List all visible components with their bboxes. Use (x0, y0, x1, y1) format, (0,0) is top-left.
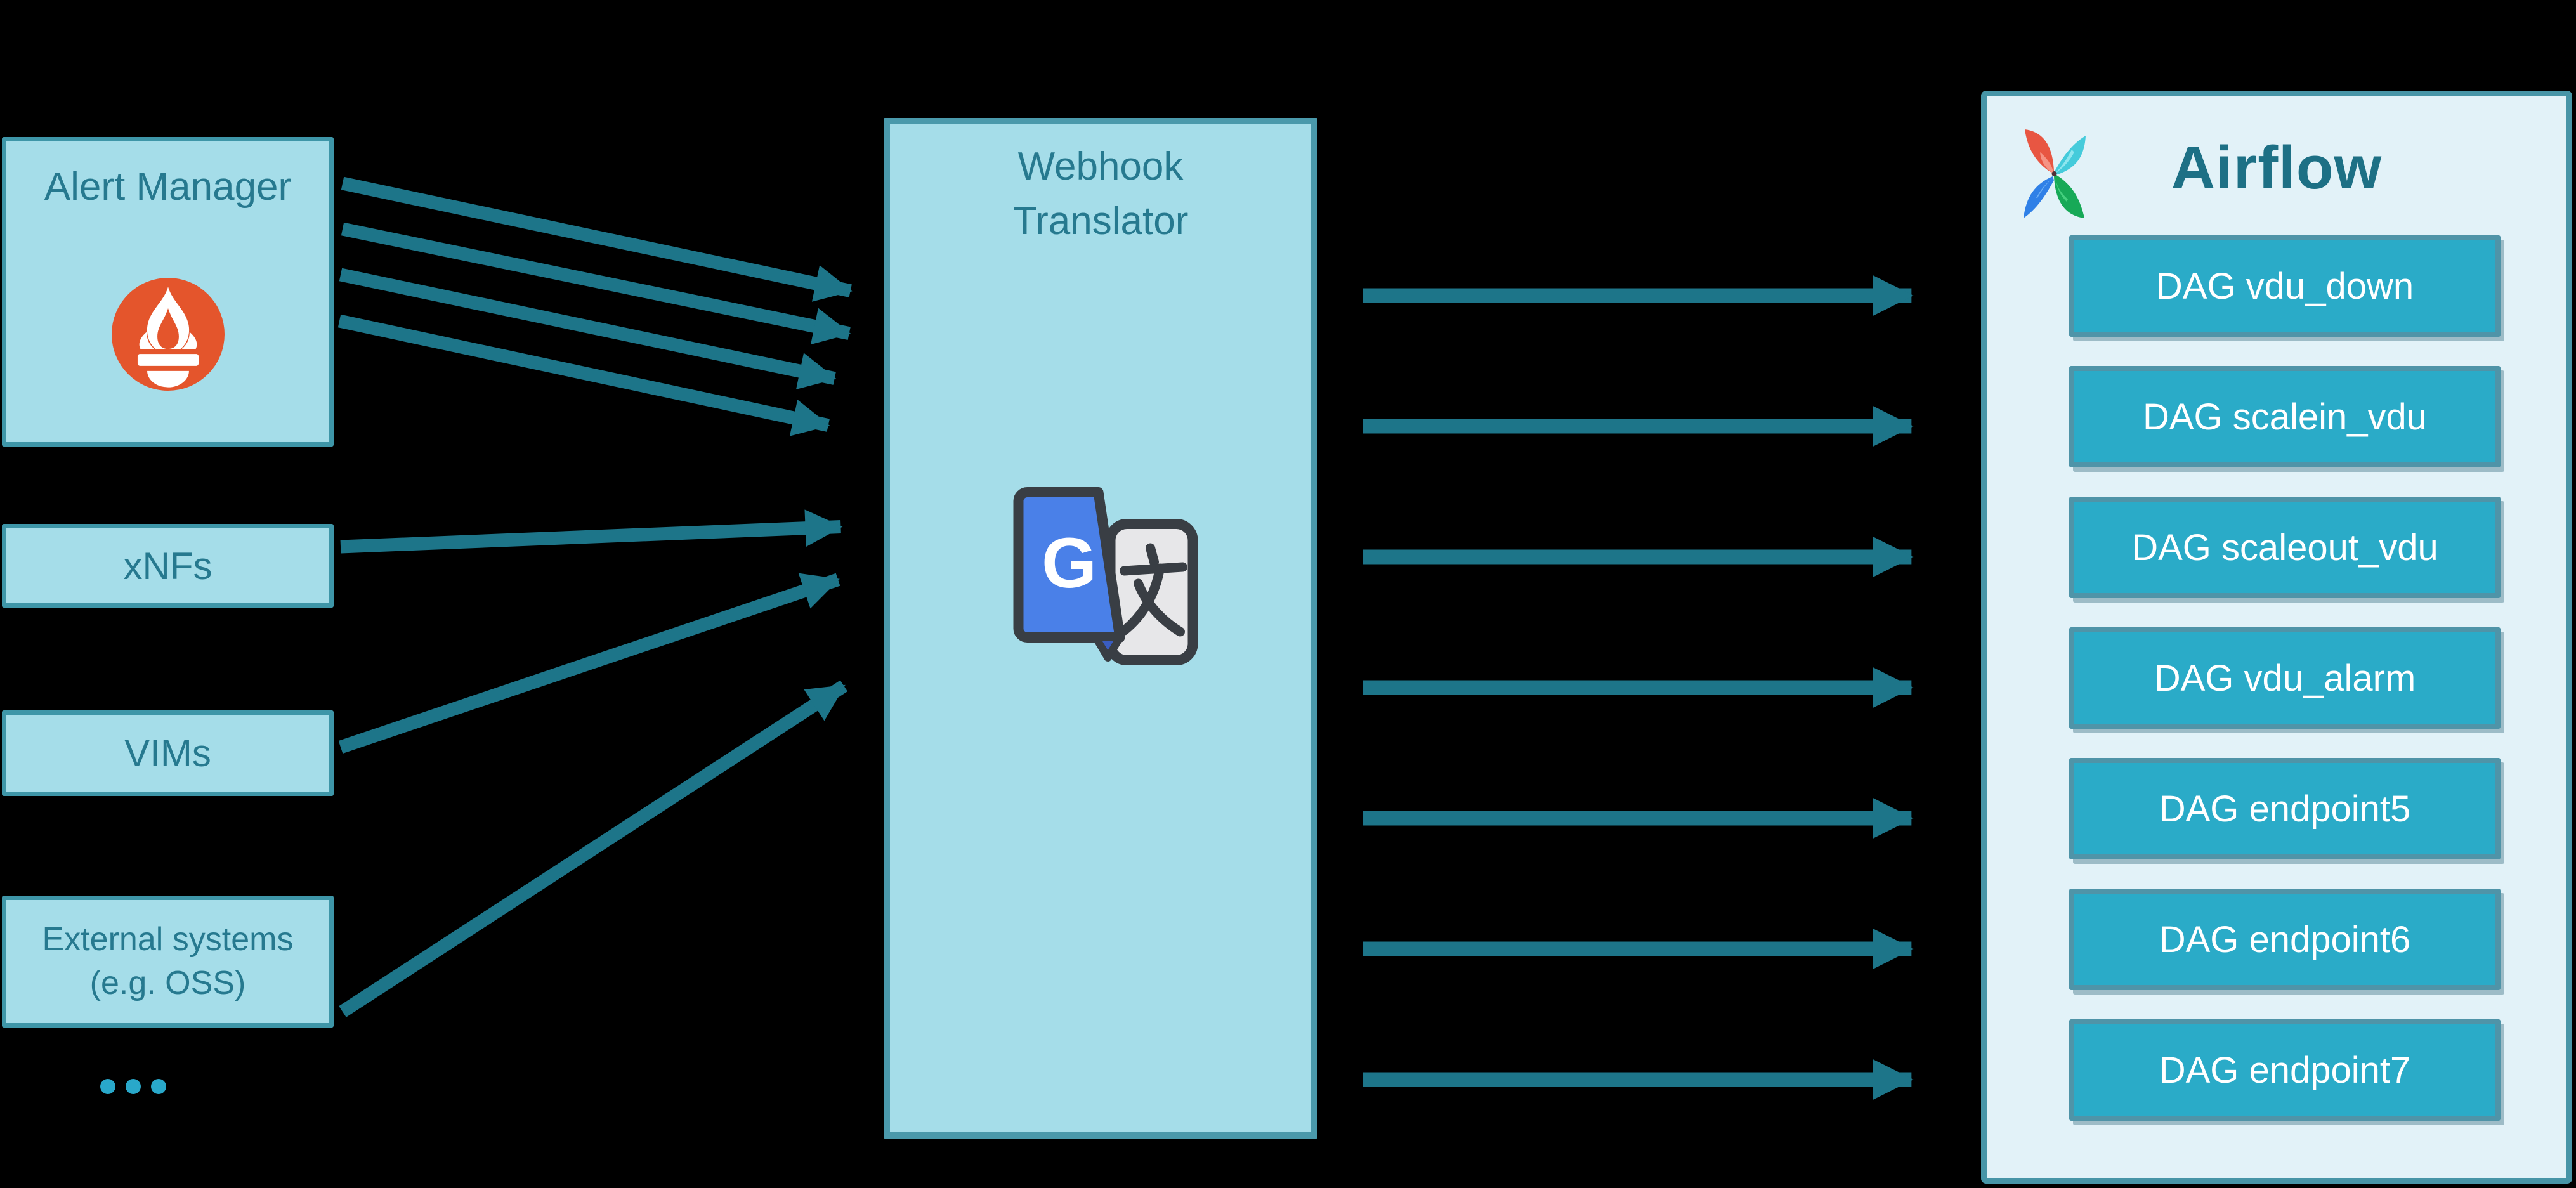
dag-endpoint6: DAG endpoint6 (2069, 889, 2501, 990)
arrow-alert-manager-to-webhook-translator (337, 314, 830, 436)
dag-endpoint5: DAG endpoint5 (2069, 758, 2501, 859)
arrow-external-systems-to-webhook-translator (339, 680, 848, 1017)
arrow-xnfs-to-webhook-translator (340, 509, 843, 554)
alert-manager-label: Alert Manager (44, 165, 292, 209)
arrow-alert-manager-to-webhook-translator (339, 268, 837, 389)
arrow-vims-to-webhook-translator (338, 573, 840, 754)
more-sources-ellipsis-icon (100, 1079, 166, 1094)
dag-vdu_alarm: DAG vdu_alarm (2069, 627, 2501, 729)
external-systems-label: External systems (e.g. OSS) (42, 921, 294, 1002)
node-external-systems: External systems (e.g. OSS) (2, 896, 334, 1028)
arrow-alert-manager-to-webhook-translator (341, 176, 853, 302)
airflow-pinwheel-icon (2024, 129, 2086, 218)
node-airflow: Airflow DAG vdu_down DAG scalein_vdu DAG… (1981, 91, 2572, 1184)
dag-scalein_vdu: DAG scalein_vdu (2069, 366, 2501, 467)
dag-scaleout_vdu: DAG scaleout_vdu (2069, 497, 2501, 598)
prometheus-icon (112, 278, 225, 391)
dag-vdu_down: DAG vdu_down (2069, 235, 2501, 337)
xnfs-label: xNFs (123, 544, 212, 587)
airflow-title: Airflow (2171, 134, 2383, 202)
dag-endpoint7: DAG endpoint7 (2069, 1019, 2501, 1121)
node-webhook-translator: Webhook Translator G (884, 118, 1317, 1139)
svg-text:G: G (1042, 523, 1097, 603)
node-vims: VIMs (2, 710, 334, 796)
google-translate-icon: G (1013, 487, 1198, 665)
node-xnfs: xNFs (2, 524, 334, 608)
webhook-translator-title: Webhook Translator (1012, 145, 1189, 243)
vims-label: VIMs (124, 732, 211, 774)
arrow-alert-manager-to-webhook-translator (341, 222, 851, 345)
